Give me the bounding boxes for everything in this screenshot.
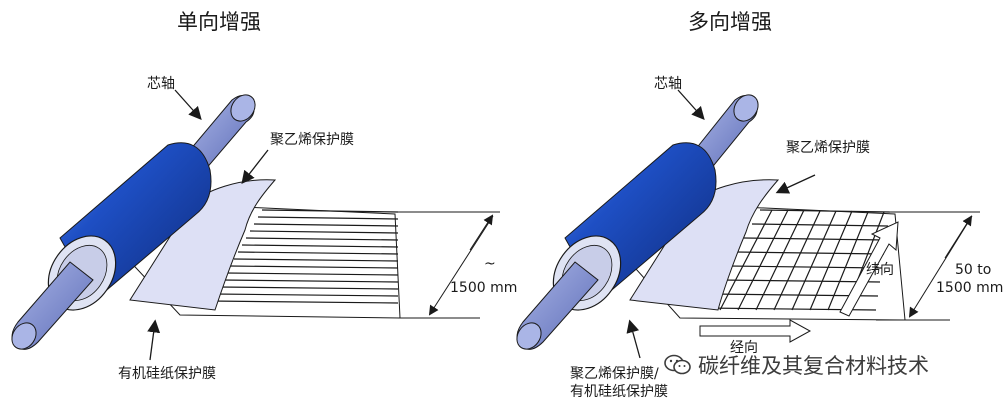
left-title: 单向增强 — [177, 10, 261, 34]
watermark: 碳纤维及其复合材料技术 — [664, 350, 929, 380]
watermark-text: 碳纤维及其复合材料技术 — [698, 354, 929, 378]
pe-film — [129, 179, 277, 311]
pe-film — [629, 179, 780, 311]
mandrel-shaft-end-back — [230, 94, 256, 122]
bottom-film-callout-arrow — [626, 319, 641, 359]
right-bottom-label-line1: 聚乙烯保护膜/ — [570, 366, 659, 382]
mandrel-shaft-end-front — [516, 322, 542, 350]
weft-direction-arrow — [839, 221, 899, 317]
left-mandrel-label: 芯轴 — [147, 76, 175, 92]
warp-direction-arrow — [699, 319, 812, 343]
mandrel-callout-arrow — [677, 89, 705, 120]
right-width-line1: 50 to — [955, 262, 992, 278]
right-warp-label: 经向 — [730, 340, 758, 356]
mandrel-callout-arrow — [174, 89, 202, 120]
width-dimension — [398, 211, 500, 319]
right-diagram — [516, 89, 980, 359]
silicone-paper-callout-arrow — [147, 319, 161, 361]
left-width-value: 1500 mm — [450, 280, 518, 296]
unidirectional-fibres — [209, 209, 399, 304]
mandrel-shaft-end-front — [11, 322, 37, 350]
right-weft-label: 纬向 — [866, 262, 894, 278]
left-silicone-paper-label: 有机硅纸保护膜 — [118, 366, 216, 382]
right-bottom-label-line2: 有机硅纸保护膜 — [570, 384, 668, 400]
multidirectional-fibres — [703, 209, 891, 311]
right-mandrel-label: 芯轴 — [654, 76, 682, 92]
pe-film-callout-arrow — [775, 174, 816, 194]
left-width-tilde: ~ — [484, 256, 496, 272]
right-title: 多向增强 — [688, 10, 772, 34]
pe-film-callout-arrow — [241, 149, 269, 185]
right-width-line2: 1500 mm — [936, 280, 1004, 296]
mandrel-shaft-end-back — [733, 94, 759, 122]
wechat-icon — [664, 354, 691, 375]
left-pe-film-label: 聚乙烯保护膜 — [270, 132, 354, 148]
width-dimension — [876, 211, 980, 321]
left-diagram — [11, 89, 500, 361]
right-pe-film-label: 聚乙烯保护膜 — [786, 140, 870, 156]
